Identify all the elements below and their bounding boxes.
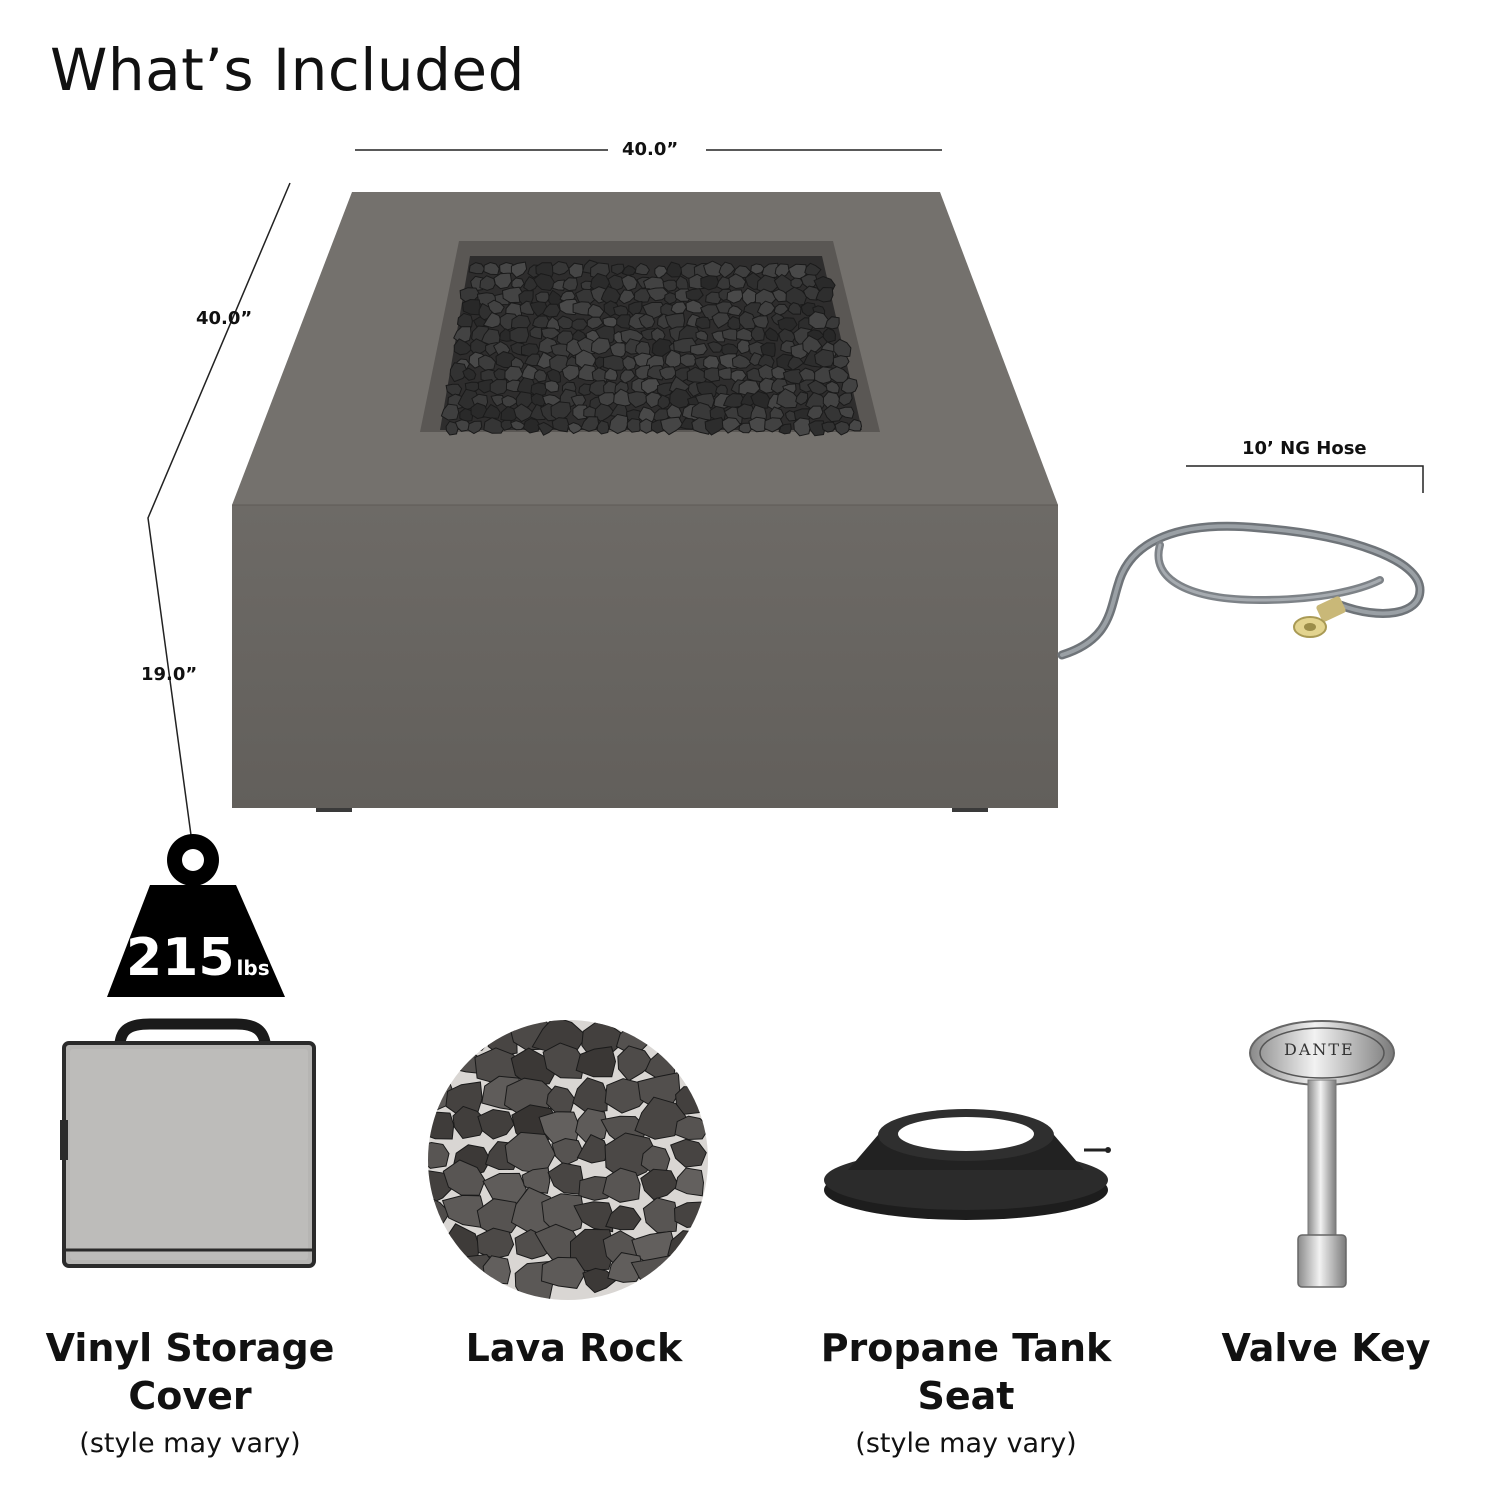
item-label-lava-rock: Lava Rock [465, 1326, 683, 1370]
item-label-valve-key: Valve Key [1221, 1326, 1431, 1370]
depth-dimension-label: 40.0” [196, 308, 253, 329]
width-dimension-label: 40.0” [622, 139, 679, 160]
valve-key-brand: DANTE [1284, 1040, 1355, 1059]
hose-length-label: 10’ NG Hose [1242, 438, 1367, 459]
weight-unit: lbs [236, 956, 270, 980]
page-title: What’s Included [50, 36, 525, 104]
item-note-propane-tank-seat: (style may vary) [855, 1428, 1077, 1459]
lava-rock-image [428, 1020, 708, 1300]
weight-value: 215 [126, 928, 235, 988]
storage-cover-image [60, 1018, 316, 1268]
propane-tank-seat-image [824, 1109, 1111, 1220]
weight-icon [107, 834, 285, 997]
hose-fitting [1293, 596, 1346, 638]
item-note-storage-cover: (style may vary) [79, 1428, 301, 1459]
height-dimension-label: 19.0” [141, 664, 198, 685]
hose-dimension-line [1186, 465, 1424, 493]
item-label-propane-tank-seat: Propane Tank Seat [820, 1326, 1112, 1418]
valve-key-image [1249, 1020, 1395, 1288]
gas-hose [1057, 521, 1425, 660]
item-label-storage-cover: Vinyl Storage Cover [45, 1326, 335, 1418]
lava-rock-bed [440, 259, 863, 437]
depth-height-dimension-line [147, 182, 291, 873]
